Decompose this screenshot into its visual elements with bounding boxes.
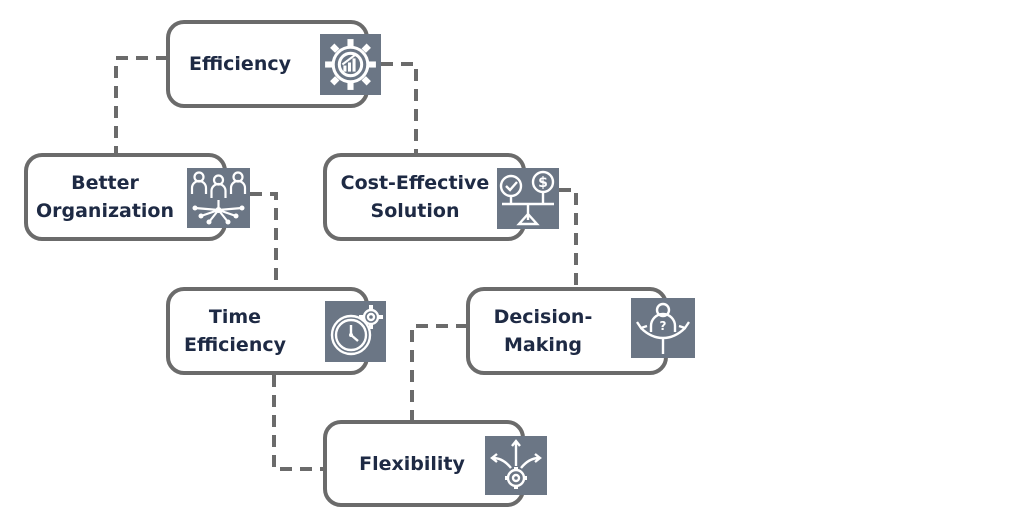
connector-efficiency-better-organization bbox=[114, 56, 168, 155]
svg-text:?: ? bbox=[660, 319, 667, 333]
connector-better-organization-time-efficiency bbox=[250, 192, 278, 288]
connector-time-efficiency-flexibility bbox=[272, 375, 326, 471]
gear-chart-icon bbox=[320, 34, 381, 95]
node-flexibility-label: Flexibility bbox=[359, 453, 465, 475]
node-decision-making-label: Decision- Making bbox=[493, 306, 593, 356]
node-time-efficiency-label: Time Efficiency bbox=[183, 306, 286, 356]
team-network-icon bbox=[187, 168, 250, 228]
node-better-organization-label: Better Organization bbox=[35, 172, 175, 222]
gear-arrows-icon bbox=[485, 436, 547, 495]
connector-cost-effective-decision-making bbox=[559, 188, 578, 288]
connector-decision-making-flexibility bbox=[410, 324, 468, 421]
clock-gear-icon bbox=[325, 301, 386, 362]
node-efficiency-label: Efficiency bbox=[188, 53, 291, 75]
balance-scale-icon: $ bbox=[497, 168, 559, 229]
connector-efficiency-cost-effective bbox=[381, 62, 418, 155]
decision-arrows-icon: ? bbox=[631, 298, 695, 358]
node-cost-effective-label: Cost-Effective Solution bbox=[340, 172, 490, 222]
node-cost-effective: Cost-Effective Solution bbox=[323, 153, 526, 241]
svg-text:$: $ bbox=[538, 175, 548, 191]
